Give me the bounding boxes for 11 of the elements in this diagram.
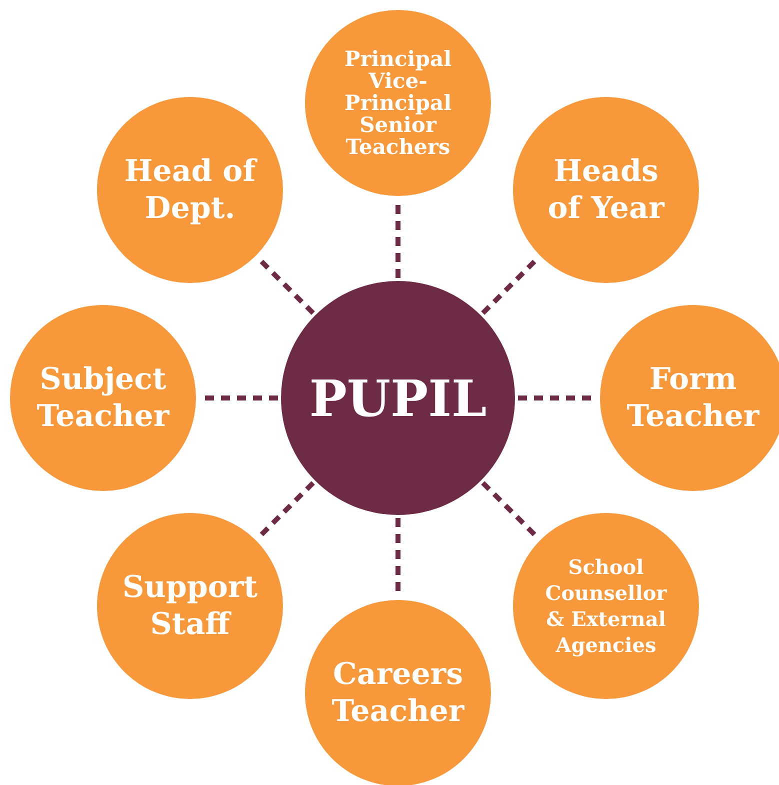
role-label: Principal: [344, 48, 452, 70]
role-label: Vice-Principal: [343, 70, 453, 114]
role-label: Support Staff: [121, 568, 259, 644]
role-label: Subject Teacher: [36, 360, 170, 436]
role-label: PUPIL: [309, 370, 487, 426]
role-label: Careers Teacher: [330, 656, 466, 730]
role-label: Senior Teachers: [346, 114, 450, 158]
role-label: Head of Dept.: [123, 152, 258, 228]
role-label: School Counsellor & External Agencies: [544, 554, 668, 658]
role-label: Form Teacher: [626, 360, 760, 436]
role-label: Heads of Year: [546, 152, 666, 228]
